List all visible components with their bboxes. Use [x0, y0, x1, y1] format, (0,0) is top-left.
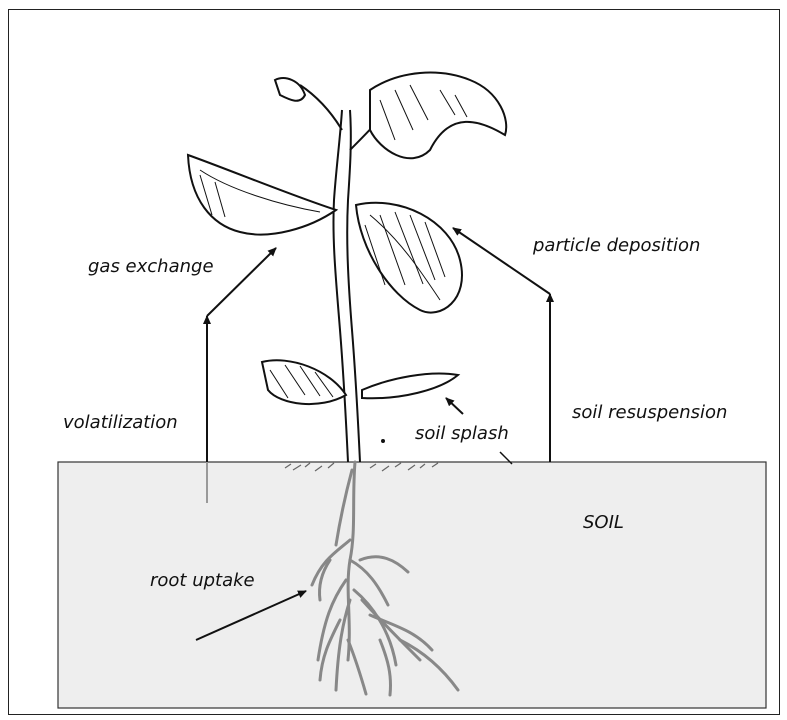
soil-particle-dot: [381, 439, 385, 443]
root-uptake-label: root uptake: [150, 572, 255, 590]
soil-splash-label: soil splash: [415, 425, 509, 443]
soil-label: SOIL: [583, 514, 624, 532]
leaf-left-upper: [188, 155, 336, 235]
leaf-top-right: [370, 73, 506, 159]
gas-exchange-label: gas exchange: [88, 258, 214, 276]
leaf-top-bud: [275, 78, 305, 101]
leaf-right-middle: [356, 203, 462, 313]
volatilization-label: volatilization: [63, 414, 178, 432]
leaf-lower-right: [362, 373, 458, 398]
soil-splash-arrow: [446, 398, 463, 414]
leaf-lower-left: [262, 360, 346, 404]
gas-exchange-arrow: [207, 248, 276, 316]
particle-deposition-label: particle deposition: [533, 237, 700, 255]
soil-resuspension-label: soil resuspension: [572, 404, 727, 422]
